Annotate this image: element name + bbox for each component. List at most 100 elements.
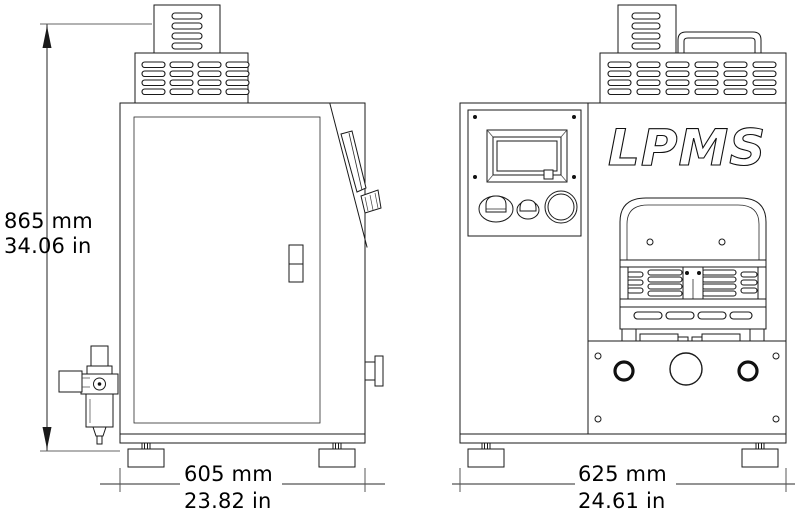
side-exhaust-chimney <box>153 4 221 54</box>
front-control-panel <box>467 109 582 237</box>
knob-rib <box>369 194 374 211</box>
foot-pad <box>127 448 165 468</box>
side-base-rail <box>119 433 366 444</box>
mold-slot <box>701 269 737 276</box>
height-imperial-label: 34.06 in <box>4 234 92 258</box>
side-foot-right <box>318 442 356 468</box>
mold-slot-small <box>626 279 644 286</box>
side-vent-hood <box>134 52 250 104</box>
front-view-width-dimension: 625 mm 24.61 in <box>452 462 795 513</box>
side-chimney-vent-4 <box>171 42 203 50</box>
side-door-handle <box>288 244 304 283</box>
foot-bolt <box>141 442 151 450</box>
side-width-metric-label: 605 mm <box>184 462 273 486</box>
mold-slot <box>647 290 683 297</box>
front-hood-vent <box>607 79 632 87</box>
front-hood-vent <box>723 88 748 96</box>
press-mold-stack <box>619 266 767 300</box>
height-dimension: 865 mm 34.06 in <box>4 23 152 452</box>
bolster-slot <box>633 311 663 320</box>
display-bevel-tr <box>560 129 568 138</box>
regulator-stem <box>90 345 109 369</box>
selector-knob-cap <box>485 195 507 213</box>
control-panel-display[interactable] <box>486 129 568 183</box>
lift-handle-body <box>677 31 762 54</box>
emergency-stop-button <box>547 193 575 221</box>
display-bevel-bl <box>486 174 494 183</box>
front-chimney-vent-3 <box>631 32 661 40</box>
knob-rib <box>374 192 379 209</box>
side-view-width-dimension: 605 mm 23.82 in <box>100 462 385 513</box>
side-chimney-vent-2 <box>171 22 203 30</box>
front-hood-vent <box>665 88 690 96</box>
press-frame-screw <box>718 238 726 246</box>
front-hood-vent <box>636 79 661 87</box>
press-lower-platen <box>619 298 767 308</box>
press-frame-inner <box>626 204 760 262</box>
side-view <box>58 4 384 468</box>
front-chimney-vent-1 <box>631 12 661 20</box>
mold-slot <box>647 283 683 290</box>
front-hood-vent <box>607 70 632 78</box>
mold-slot-small <box>740 287 758 294</box>
foot-pad <box>318 448 356 468</box>
side-hood-vent <box>197 70 222 78</box>
height-arrow-bottom <box>42 427 52 449</box>
front-chimney-vent-4 <box>631 42 661 50</box>
press-upper-platen <box>619 259 767 268</box>
regulator-drain <box>92 426 107 437</box>
side-hood-body <box>134 52 249 104</box>
lower-panel-screw <box>594 352 602 360</box>
front-foot-right <box>741 442 779 468</box>
front-base-rail <box>459 433 787 444</box>
bolster-slot <box>665 311 695 320</box>
height-arrow-top <box>42 26 52 48</box>
front-hood-vent <box>752 70 777 78</box>
front-hood-vent <box>665 70 690 78</box>
side-hood-vent <box>225 88 250 96</box>
regulator-gauge-center <box>97 382 102 386</box>
display-screen <box>496 140 558 172</box>
side-hood-vent <box>141 70 166 78</box>
front-hood-vent <box>723 70 748 78</box>
control-panel-screw <box>473 115 477 119</box>
front-hood-vent <box>636 88 661 96</box>
indicator-button-cap <box>519 199 537 212</box>
knob-rib <box>364 196 369 212</box>
front-hood-vent <box>607 61 632 69</box>
side-access-door <box>133 116 321 424</box>
hinge-bracket-crease <box>348 132 363 191</box>
control-selector-knob[interactable] <box>478 195 514 223</box>
mold-slot <box>701 276 737 283</box>
front-hood-vent <box>694 79 719 87</box>
front-width-metric-label: 625 mm <box>578 462 667 486</box>
front-lower-access-panel <box>587 340 787 435</box>
front-exhaust-chimney <box>617 4 677 54</box>
front-hood-vent <box>607 88 632 96</box>
control-panel-screw <box>473 175 477 179</box>
control-indicator-button[interactable] <box>516 199 540 220</box>
side-hood-vent <box>225 70 250 78</box>
display-bevel-br <box>560 174 568 183</box>
side-hood-vent <box>197 61 222 69</box>
side-hood-vent <box>197 79 222 87</box>
front-hood-vent <box>636 70 661 78</box>
display-bevel-tl <box>486 129 494 138</box>
regulator-inlet-block <box>58 370 83 393</box>
mold-post-left <box>619 266 629 300</box>
lower-panel-port-center[interactable] <box>669 352 703 386</box>
side-port-fitting <box>364 355 384 387</box>
side-foot-left <box>127 442 165 468</box>
front-press-assembly <box>619 197 767 344</box>
lower-panel-screw <box>594 415 602 423</box>
control-emergency-stop[interactable] <box>544 190 578 224</box>
lower-panel-port-right[interactable] <box>737 360 759 382</box>
foot-bolt <box>332 442 342 450</box>
mold-post-right <box>757 266 767 300</box>
lower-panel-port-left[interactable] <box>613 360 635 382</box>
brand-logo-lpms: LPMS <box>608 119 766 177</box>
side-hood-vent <box>169 88 194 96</box>
side-chimney-vent-1 <box>171 12 203 20</box>
mold-slot <box>701 283 737 290</box>
